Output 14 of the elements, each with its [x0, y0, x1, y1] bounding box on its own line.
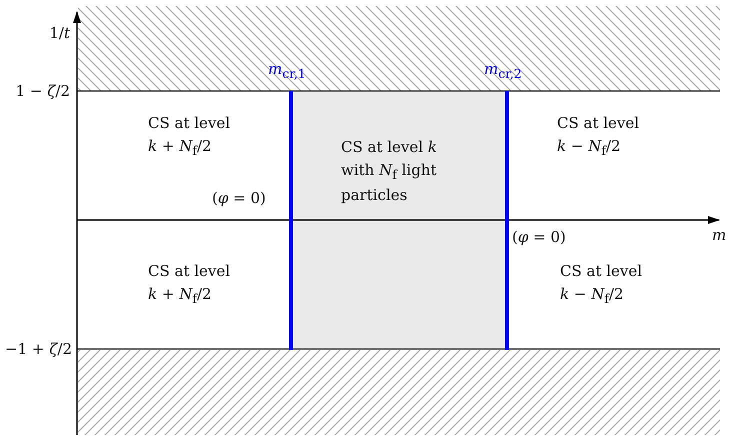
region-label: CS at level k − N$_{f}$/2: [560, 261, 644, 308]
region-label: CS at level k with N$_{f}$ light particles: [341, 137, 438, 206]
boundary-condition-label: (φ = 0): [212, 188, 267, 209]
region-label: CS at level k − N$_{f}$/2: [557, 113, 640, 160]
critical-point-label: m$_{cr,2}$: [484, 59, 523, 83]
shaded-region: [293, 92, 505, 348]
axis-label: m: [712, 225, 728, 246]
critical-point-label: m$_{cr,1}$: [268, 59, 307, 83]
tick-label: 1 − ζ/2: [14, 81, 70, 102]
region-label: CS at level k + N$_{f}$/2: [148, 261, 232, 308]
boundary-condition-label: (φ = 0): [512, 227, 567, 248]
region-label: CS at level k + N$_{f}$/2: [148, 113, 232, 160]
tick-label: −1 + ζ/2: [4, 339, 72, 360]
axis-label: 1/t: [48, 23, 70, 44]
